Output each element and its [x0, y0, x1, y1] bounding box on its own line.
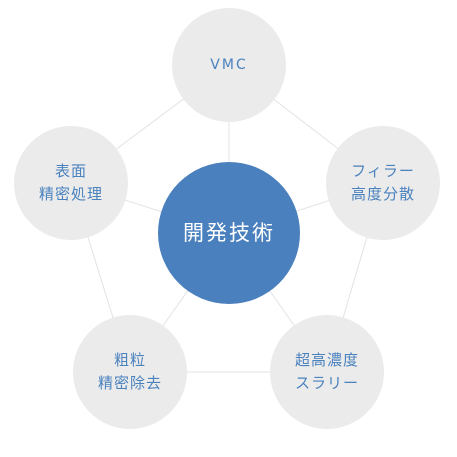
node-coarse-particle-removal-label: 粗粒 精密除去 [97, 351, 162, 392]
node-surface-treatment: 表面 精密処理 [14, 126, 128, 240]
center-node-label: 開発技術 [183, 220, 275, 245]
node-vmc-label: VMC [210, 56, 248, 73]
node-coarse-particle-removal: 粗粒 精密除去 [73, 315, 187, 429]
node-vmc: VMC [172, 8, 286, 122]
node-filler-dispersion-label: フィラー 高度分散 [350, 162, 415, 203]
center-node: 開発技術 [158, 162, 300, 304]
node-filler-dispersion: フィラー 高度分散 [326, 126, 440, 240]
node-surface-treatment-label: 表面 精密処理 [38, 162, 103, 203]
node-high-concentration-slurry-label: 超高濃度 スラリー [294, 351, 359, 392]
node-high-concentration-slurry: 超高濃度 スラリー [270, 315, 384, 429]
